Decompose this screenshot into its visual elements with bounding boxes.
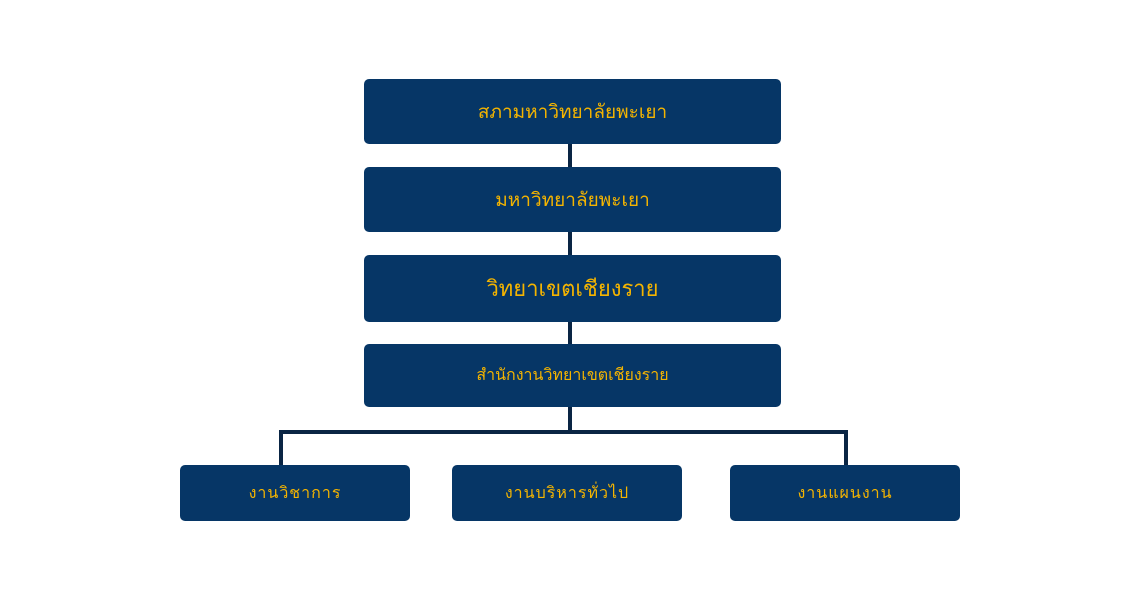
node-campus-label: วิทยาเขตเชียงราย xyxy=(486,277,659,302)
node-campus-office: สำนักงานวิทยาเขตเชียงราย xyxy=(364,344,781,407)
node-university-council: สภามหาวิทยาลัยพะเยา xyxy=(364,79,781,144)
node-university-council-label: สภามหาวิทยาลัยพะเยา xyxy=(477,100,668,123)
node-campus: วิทยาเขตเชียงราย xyxy=(364,255,781,322)
node-university-label: มหาวิทยาลัยพะเยา xyxy=(495,188,650,211)
node-general-admin-unit-label: งานบริหารทั่วไป xyxy=(504,482,630,502)
node-campus-office-label: สำนักงานวิทยาเขตเชียงราย xyxy=(476,365,669,384)
node-university: มหาวิทยาลัยพะเยา xyxy=(364,167,781,232)
node-academic-unit: งานวิชาการ xyxy=(180,465,410,521)
node-academic-unit-label: งานวิชาการ xyxy=(248,482,342,502)
node-planning-unit-label: งานแผนงาน xyxy=(797,482,893,502)
node-planning-unit: งานแผนงาน xyxy=(730,465,960,521)
node-general-admin-unit: งานบริหารทั่วไป xyxy=(452,465,682,521)
